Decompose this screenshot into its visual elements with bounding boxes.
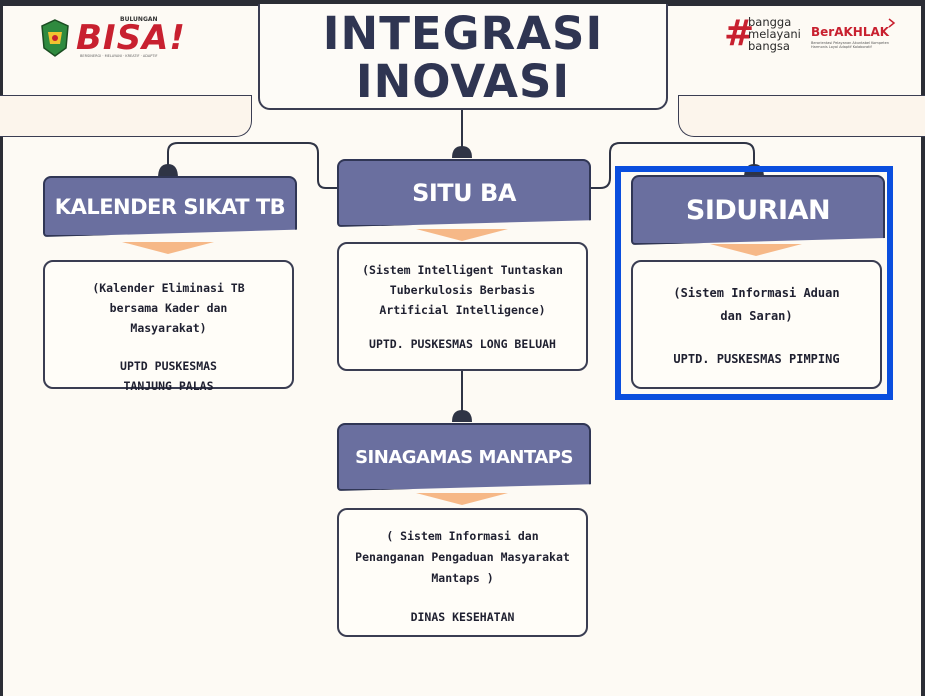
innovation-name: SINAGAMAS MANTAPS: [355, 446, 573, 468]
bulungan-logo: BULUNGAN BISA! BERSINERGI · MELAYANI · K…: [38, 14, 185, 62]
tag-melayani: melayani: [748, 27, 801, 41]
banner-situ-ba: SITU BA: [337, 159, 591, 227]
top-edge: [0, 0, 925, 6]
hashtag-icon: #: [724, 13, 755, 54]
card-sinagamas-mantaps: ( Sistem Informasi dan Penanganan Pengad…: [337, 508, 588, 637]
chevron-right-icon: [888, 18, 896, 28]
regency-emblem-icon: [41, 19, 69, 57]
berakhlak-logo: # bangga melayani bangsa BerAKHLAK Beror…: [724, 13, 904, 60]
banner-kalender-sikat-tb: KALENDER SIKAT TB: [43, 176, 297, 237]
title-box: [258, 4, 668, 110]
innovation-description: ( Sistem Informasi dan Penanganan Pengad…: [355, 529, 570, 585]
tag-bangga: bangga: [748, 15, 792, 29]
berakhlak-wordmark: BerAKHLAK: [811, 25, 890, 39]
left-edge: [0, 0, 3, 696]
card-kalender-sikat-tb: (Kalender Eliminasi TB bersama Kader dan…: [43, 260, 294, 393]
berakhlak-subtext: Berorientasi Pelayanan Akuntabel Kompete…: [811, 41, 889, 49]
tag-bangsa: bangsa: [748, 39, 790, 53]
card-sidurian: (Sistem Informasi Aduan dan Saran) UPTD.…: [631, 260, 882, 389]
pointer-sidurian: [710, 244, 802, 256]
page-title: INTEGRASI INOVASI: [322, 7, 604, 108]
innovation-description: (Kalender Eliminasi TB bersama Kader dan…: [92, 281, 245, 335]
innovation-description: (Sistem Intelligent Tuntaskan Tuberkulos…: [362, 263, 563, 317]
innovation-name: SIDURIAN: [685, 194, 831, 226]
right-edge: [921, 0, 925, 696]
pointer-sinagamas: [416, 493, 508, 505]
innovation-name: KALENDER SIKAT TB: [54, 194, 286, 219]
bulungan-label: BULUNGAN: [120, 16, 158, 23]
selection-highlight: [615, 166, 893, 400]
innovation-description: (Sistem Informasi Aduan dan Saran): [673, 286, 840, 323]
pointer-situ-ba: [416, 229, 508, 241]
innovation-org: UPTD PUSKESMAS TANJUNG PALAS: [120, 359, 217, 393]
right-band: [678, 95, 925, 137]
innovation-org: DINAS KESEHATAN: [410, 610, 515, 624]
innovation-org: UPTD. PUSKESMAS PIMPING: [673, 352, 840, 366]
pointer-kalender: [122, 242, 214, 254]
innovation-name: SITU BA: [412, 179, 516, 207]
innovation-org: UPTD. PUSKESMAS LONG BELUAH: [369, 337, 556, 351]
bisa-tagline: BERSINERGI · MELAYANI · KREATIF · ADAPTI…: [80, 54, 158, 58]
banner-sinagamas-mantaps: SINAGAMAS MANTAPS: [337, 423, 591, 491]
banner-sidurian: SIDURIAN: [631, 175, 885, 245]
bisa-wordmark: BISA!: [76, 18, 186, 58]
left-band: [0, 95, 252, 137]
card-situ-ba: (Sistem Intelligent Tuntaskan Tuberkulos…: [337, 242, 588, 371]
